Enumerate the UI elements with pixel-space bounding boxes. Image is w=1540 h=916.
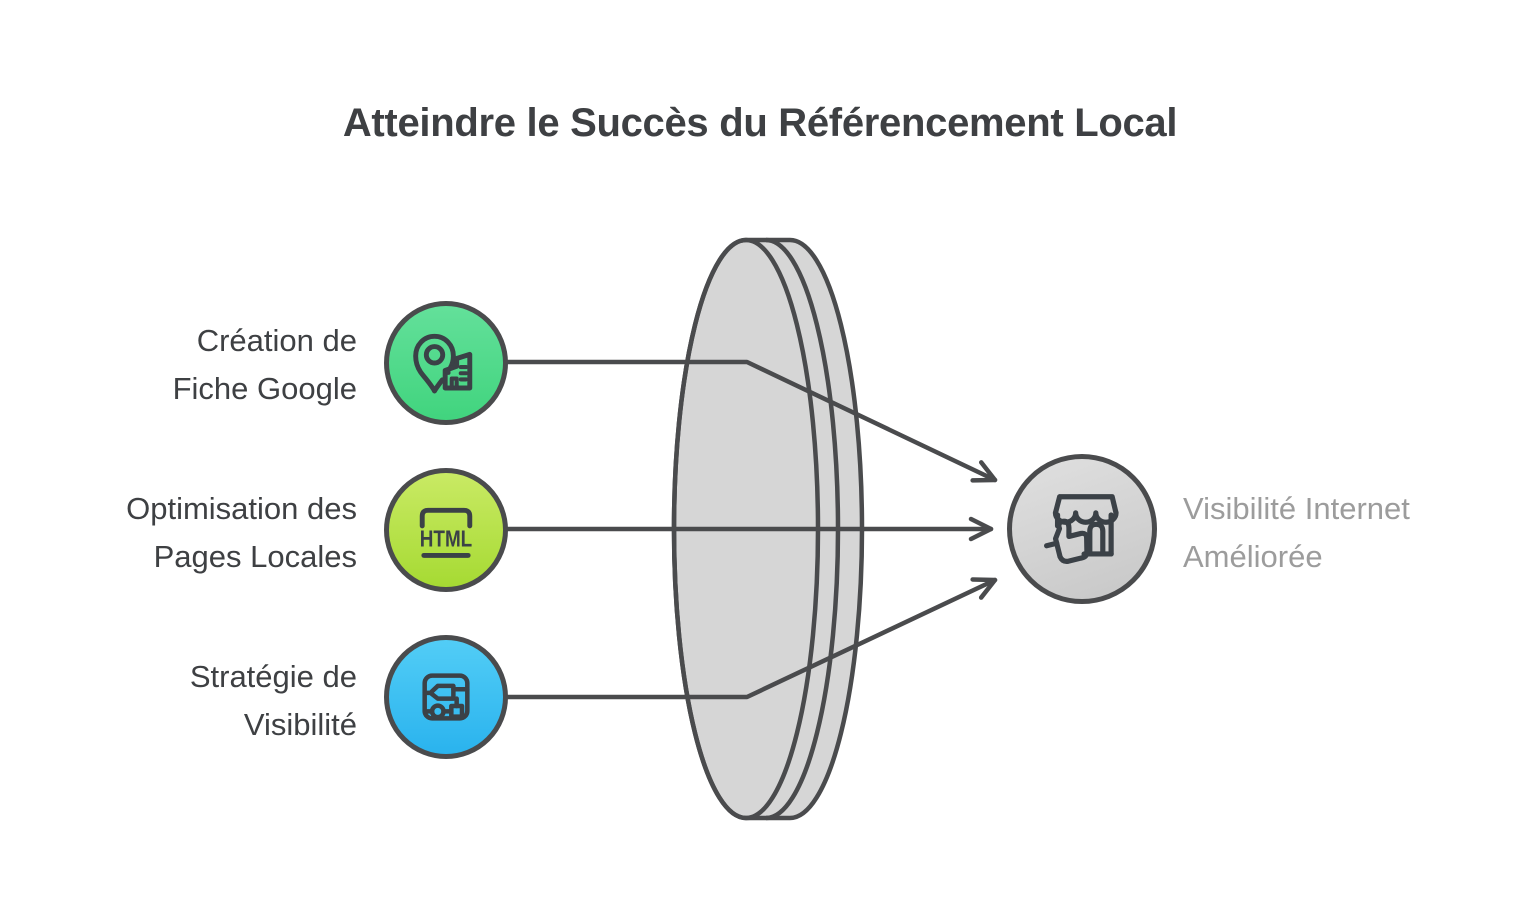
page-title: Atteindre le Succès du Référencement Loc… bbox=[342, 101, 1178, 145]
label-improved-visibility: Visibilité Internet Améliorée bbox=[1183, 485, 1513, 581]
label-line: Stratégie de bbox=[189, 659, 357, 694]
label-line: Visibilité bbox=[243, 707, 357, 742]
html-icon-text: HTML bbox=[420, 525, 472, 551]
label-line: Fiche Google bbox=[172, 371, 357, 406]
label-line: Visibilité Internet bbox=[1183, 491, 1410, 526]
arrow-top bbox=[504, 359, 998, 483]
node-html-pages: HTML bbox=[384, 468, 508, 592]
label-line: Améliorée bbox=[1183, 539, 1323, 574]
flow-arrows bbox=[504, 359, 998, 700]
node-google-listing bbox=[384, 301, 508, 425]
html-tag-icon: HTML bbox=[419, 507, 472, 558]
node-visibility-strategy bbox=[384, 635, 508, 759]
label-local-pages: Optimisation des Pages Locales bbox=[39, 485, 357, 581]
label-line: Création de bbox=[196, 323, 357, 358]
arrow-bottom bbox=[504, 577, 998, 700]
node-improved-visibility bbox=[1007, 454, 1157, 604]
map-pin-building-icon bbox=[413, 333, 473, 394]
label-visibility-strategy: Stratégie de Visibilité bbox=[39, 653, 357, 749]
label-line: Pages Locales bbox=[153, 539, 357, 574]
label-google-listing: Création de Fiche Google bbox=[39, 317, 357, 413]
storefront-thumbs-up-icon bbox=[1043, 494, 1119, 564]
map-route-icon bbox=[422, 673, 470, 721]
label-line: Optimisation des bbox=[126, 491, 357, 526]
